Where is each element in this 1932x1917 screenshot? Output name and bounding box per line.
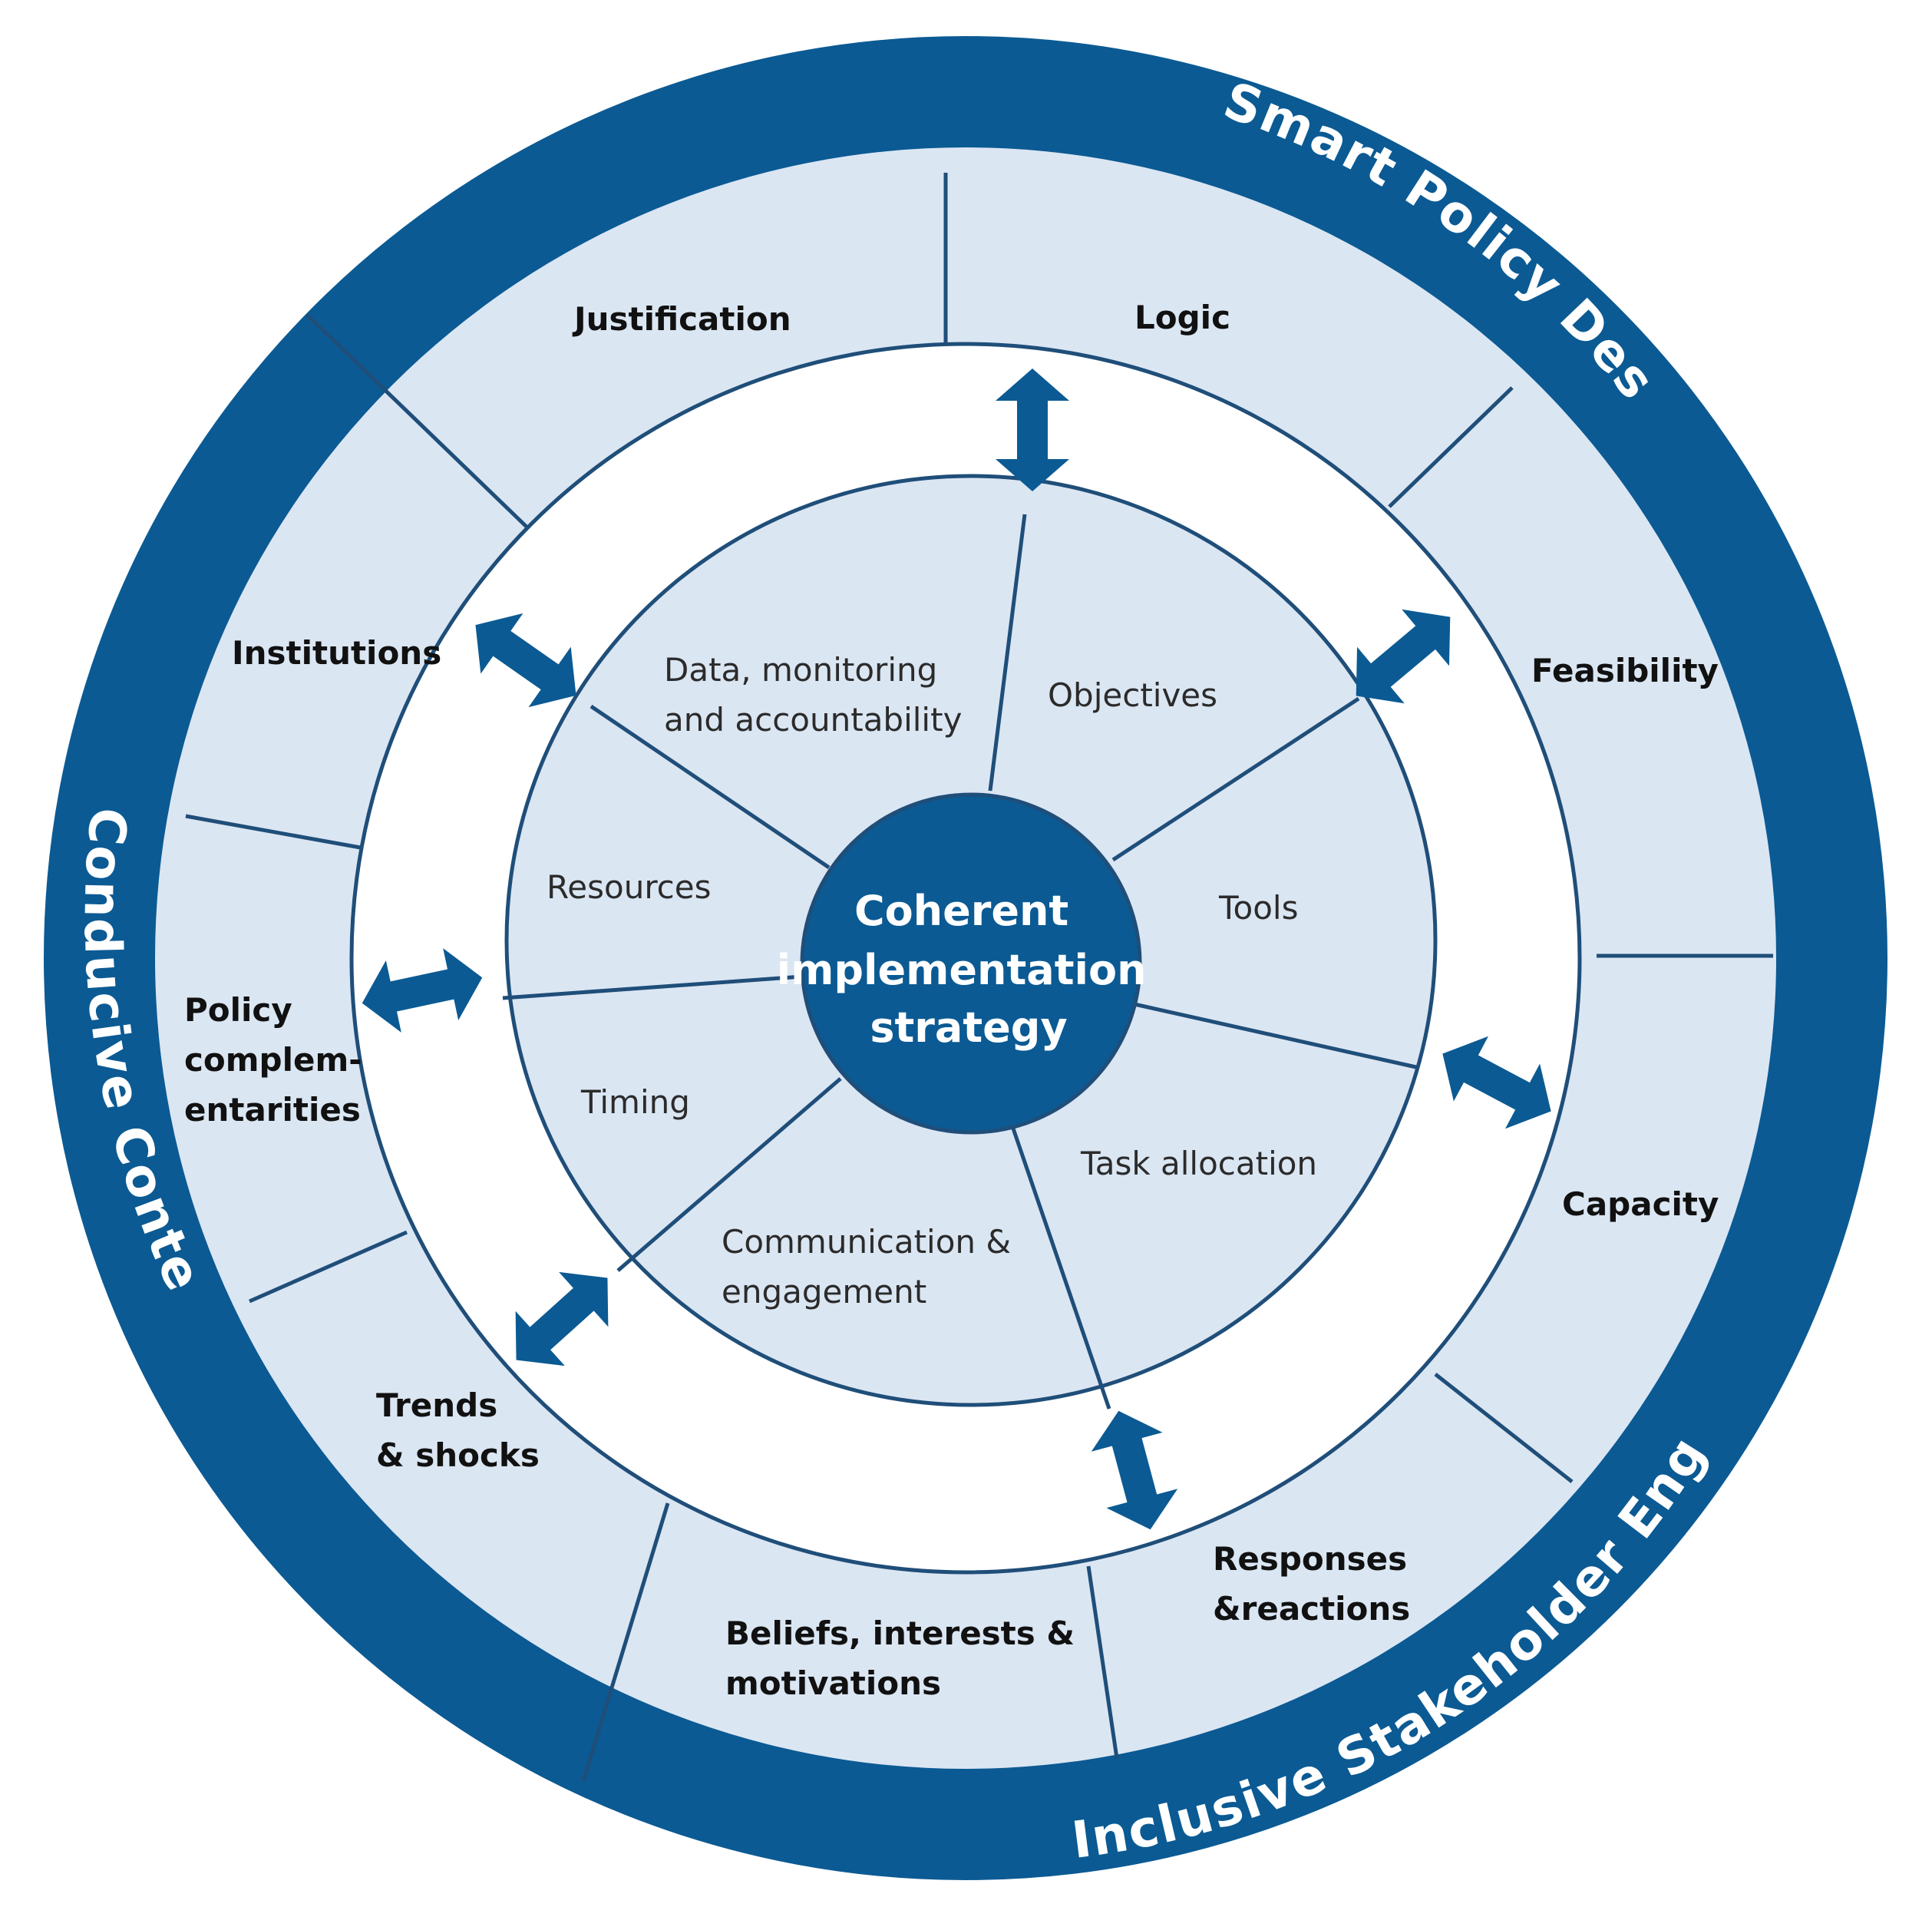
connector-arrows [362, 369, 1551, 1530]
arrow-bottom-left [515, 1271, 609, 1367]
arrow-right [1442, 1036, 1551, 1129]
center-hub [800, 792, 1142, 1135]
arrow-bottom-right [1091, 1410, 1178, 1530]
arrow-upper-right [1356, 609, 1451, 704]
outer-label-justification: Justification [572, 300, 791, 338]
outer-label-logic: Logic [1134, 299, 1230, 336]
outer-label-responses: Responses &reactions [1213, 1540, 1418, 1628]
inner-label-resources: Resources [547, 868, 712, 906]
arrow-upper-left [475, 613, 576, 708]
outer-label-policy: Policy complem- entarities [184, 991, 373, 1129]
inner-label-tools: Tools [1218, 889, 1298, 927]
outer-label-capacity: Capacity [1562, 1185, 1719, 1223]
arrow-top [996, 369, 1069, 491]
outer-dividers [185, 173, 1773, 1782]
inner-label-timing: Timing [580, 1083, 690, 1121]
inner-label-task: Task allocation [1080, 1145, 1317, 1182]
inner-label-objectives: Objectives [1048, 676, 1217, 714]
inner-label-communication: Communication & engagement [722, 1223, 1022, 1311]
outer-label-feasibility: Feasibility [1531, 652, 1719, 689]
outer-label-beliefs: Beliefs, interests & motivations [725, 1615, 1086, 1702]
center-title: Coherent implementation strategy [777, 887, 1161, 1052]
outer-label-institutions: Institutions [232, 634, 441, 672]
inner-label-data: Data, monitoring and accountability [664, 651, 962, 739]
inner-dividers [502, 514, 1417, 1410]
outer-label-trends: Trends & shocks [376, 1387, 540, 1474]
arrow-left [362, 948, 483, 1033]
